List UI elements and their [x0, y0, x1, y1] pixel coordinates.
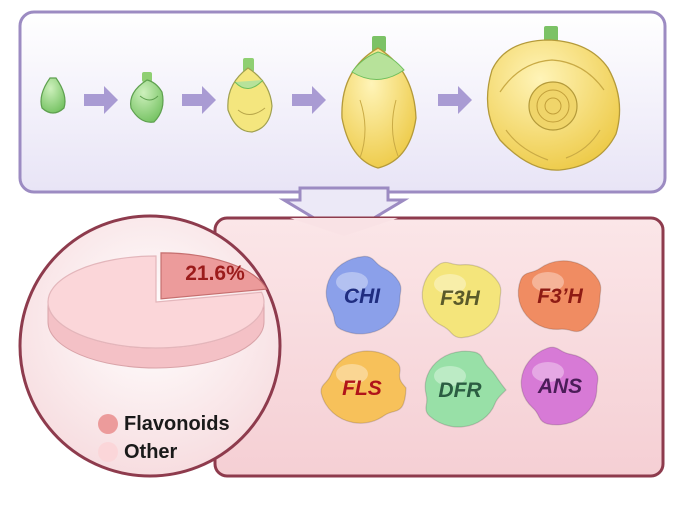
enzyme-label-dfr: DFR [438, 379, 482, 402]
enzyme-label-f3ph: F3’H [537, 285, 583, 308]
pie-slices [47, 252, 268, 349]
legend-swatch-other [98, 442, 118, 462]
pie-slice-other [47, 255, 265, 349]
stage-arrow-3 [292, 86, 326, 114]
enzyme-highlight-2 [532, 272, 564, 292]
enzyme-blob-5 [520, 346, 599, 426]
legend-swatch-flavonoids [98, 414, 118, 434]
flavonoids-percent-label: 21.6% [185, 262, 245, 285]
stage-arrow-4 [438, 86, 472, 114]
enzyme-blob-1 [421, 261, 502, 339]
enzyme-label-chi: CHI [343, 285, 381, 308]
enzyme-highlight-0 [336, 272, 368, 292]
enzyme-highlight-5 [532, 362, 564, 382]
enzyme-highlight-1 [434, 274, 466, 294]
pie-slice-flavonoids [160, 252, 268, 300]
open-yellow-flower-icon [486, 26, 621, 171]
enzyme-label-f3h: F3H [440, 287, 480, 310]
enzyme-blob-2 [517, 260, 602, 333]
stage-arrow-1 [84, 86, 118, 114]
enzyme-blob-0 [325, 255, 402, 335]
pie-legend: Flavonoids Other [98, 410, 278, 466]
small-bud-icon [129, 72, 164, 123]
legend-item-other: Other [98, 438, 278, 466]
legend-label-flavonoids: Flavonoids [124, 412, 230, 435]
enzyme-blob-4 [424, 350, 507, 428]
enzyme-highlight-4 [434, 366, 466, 386]
enzyme-label-fls: FLS [342, 377, 382, 400]
legend-item-flavonoids: Flavonoids [98, 410, 278, 438]
large-yellow-bud-icon [341, 36, 417, 169]
stage-arrow-2 [182, 86, 216, 114]
swelling-bud-icon [227, 58, 273, 133]
enzyme-label-ans: ANS [537, 375, 583, 398]
tiny-green-bud-icon [40, 77, 66, 114]
legend-label-other: Other [124, 440, 178, 463]
enzyme-highlight-3 [336, 364, 368, 384]
flower-center [528, 81, 578, 131]
enzyme-blob-3 [320, 350, 407, 424]
